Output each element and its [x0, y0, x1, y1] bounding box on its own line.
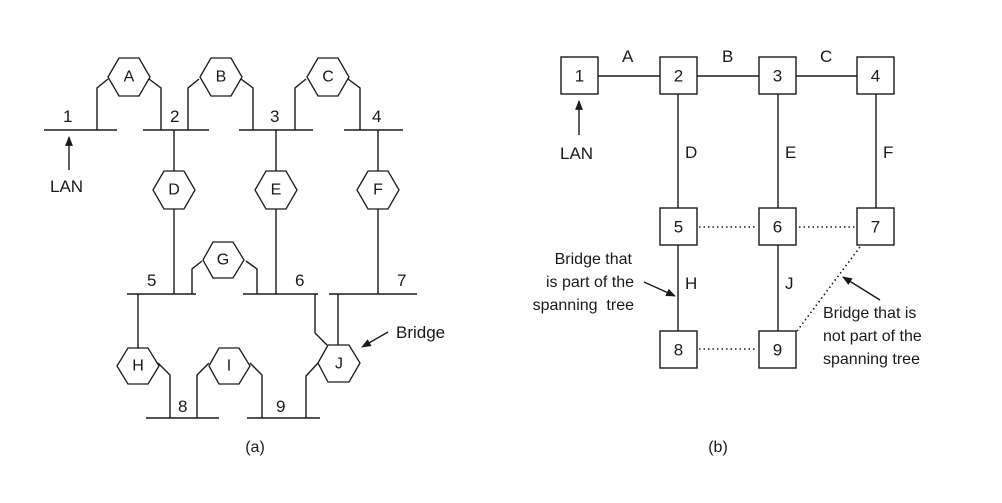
bridge-c-link — [294, 78, 307, 130]
edge-label-h: H — [685, 274, 697, 293]
bridge-e-label: E — [271, 182, 282, 199]
edge-label-b: B — [722, 47, 733, 66]
bridge-g-hex — [202, 241, 245, 279]
bridge-i-link — [196, 362, 210, 418]
bridge-i-label: I — [227, 358, 231, 375]
bridge-pointer-arrow-icon — [361, 331, 389, 348]
figure-a-caption: (a) — [245, 439, 265, 456]
bridge-c-hex — [306, 57, 350, 97]
bridge-pointer-label: Bridge — [396, 323, 445, 342]
bridge-d-label: D — [168, 182, 180, 199]
note-in-tree-line-1: Bridge that — [555, 251, 633, 268]
node-5: 5 — [659, 207, 698, 246]
node-6: 6 — [758, 207, 797, 246]
note-not-in-tree-line-2: not part of the — [823, 328, 922, 345]
bridge-g-link — [191, 260, 203, 294]
bridge-j-hex — [317, 344, 361, 383]
edge-label-e: E — [785, 143, 796, 162]
bridge-f-label: F — [373, 182, 383, 199]
edge-label-c: C — [820, 47, 832, 66]
node-6-label: 6 — [773, 218, 782, 237]
node-7: 7 — [856, 207, 895, 246]
bridge-h-hex — [116, 347, 160, 385]
figure-a: 1 2 3 4 5 6 7 8 9 LAN A B C D — [44, 57, 445, 456]
bridge-b-link — [187, 78, 200, 130]
node-7-label: 7 — [871, 218, 880, 237]
bridge-c-label: C — [322, 69, 334, 86]
figure-b-caption: (b) — [708, 439, 728, 456]
note-not-in-tree-line-3: spanning tree — [823, 351, 920, 368]
lan-6-label: 6 — [295, 271, 304, 290]
bridge-g-label: G — [217, 252, 229, 269]
edge-label-a: A — [622, 47, 634, 66]
bridge-b-label: B — [216, 69, 227, 86]
node-2-label: 2 — [674, 67, 683, 86]
bridge-f-hex — [356, 170, 400, 210]
bridge-b-link — [240, 78, 254, 130]
node-3-label: 3 — [773, 67, 782, 86]
bridge-j-label: J — [335, 356, 343, 373]
bridge-a-link — [148, 78, 162, 130]
note-in-tree-line-3: spanning tree — [533, 297, 635, 314]
bridge-i-hex — [208, 347, 251, 385]
lan-7-label: 7 — [397, 271, 406, 290]
bridge-e-hex — [254, 170, 298, 210]
lan-pointer-label: LAN — [560, 144, 593, 163]
node-2: 2 — [659, 56, 698, 95]
bridge-c-link — [347, 78, 361, 130]
bridge-a-link — [96, 78, 109, 130]
lan-4-label: 4 — [372, 107, 381, 126]
bridge-h-label: H — [132, 358, 144, 375]
node-1-label: 1 — [575, 67, 584, 86]
node-4-label: 4 — [871, 67, 880, 86]
node-5-label: 5 — [674, 218, 683, 237]
node-8: 8 — [659, 330, 698, 369]
node-9: 9 — [758, 330, 797, 369]
bridge-j-link — [305, 362, 319, 418]
lan-pointer-label: LAN — [50, 177, 83, 196]
edge-label-f: F — [883, 143, 893, 162]
bridge-d-hex — [152, 170, 196, 210]
note-not-in-tree-line-1: Bridge that is — [823, 305, 916, 322]
note-in-tree-arrow-icon — [643, 281, 676, 297]
lan-1-label: 1 — [63, 107, 72, 126]
note-not-in-tree-arrow-icon — [842, 276, 881, 301]
bridge-j-link — [314, 294, 328, 346]
bridge-a-hex — [107, 57, 151, 97]
node-4: 4 — [856, 56, 895, 95]
lan-3-label: 3 — [270, 107, 279, 126]
node-8-label: 8 — [674, 341, 683, 360]
node-9-label: 9 — [773, 341, 782, 360]
bridge-a-label: A — [124, 69, 135, 86]
lan-5-label: 5 — [147, 271, 156, 290]
lan-9-label: 9 — [276, 397, 285, 416]
node-3: 3 — [758, 56, 797, 95]
bridge-i-link — [249, 362, 263, 418]
figure-b: A B C D E F H J 1 2 3 4 5 6 7 8 9 LAN Br… — [533, 47, 922, 456]
note-in-tree-line-2: is part of the — [546, 274, 634, 291]
edge-label-d: D — [685, 143, 697, 162]
bridge-b-hex — [199, 57, 243, 97]
bridge-h-link — [157, 362, 171, 418]
lan-8-label: 8 — [178, 397, 187, 416]
bridge-g-link — [245, 260, 258, 294]
edge-label-j: J — [785, 274, 794, 293]
lan-2-label: 2 — [170, 107, 179, 126]
node-1: 1 — [560, 56, 599, 95]
